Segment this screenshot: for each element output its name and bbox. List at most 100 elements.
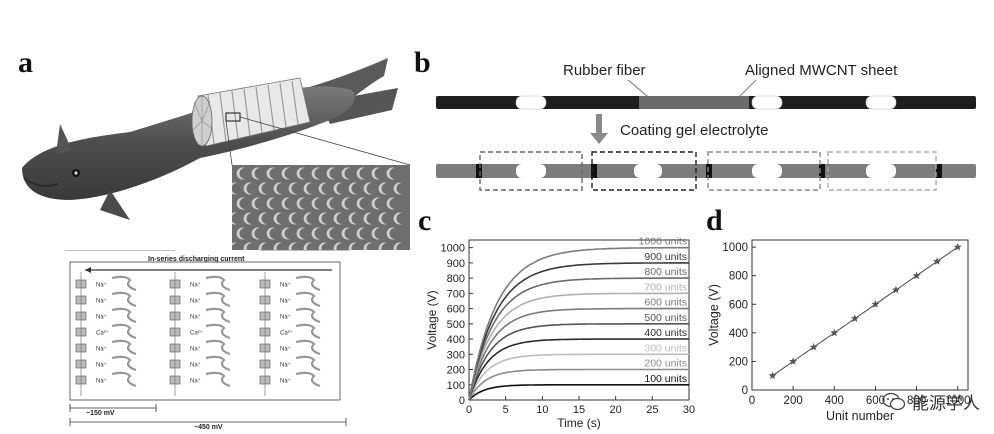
ion-label: Na⁺ bbox=[190, 362, 201, 369]
y-axis-label: Voltage (V) bbox=[707, 284, 721, 346]
y-tick-label: 700 bbox=[447, 288, 465, 300]
electrocyte-cell bbox=[371, 167, 380, 180]
electrocyte-cell bbox=[243, 212, 252, 225]
y-tick-label: 200 bbox=[447, 365, 465, 377]
membrane-trace bbox=[295, 307, 321, 324]
electrocyte-cell bbox=[258, 212, 267, 225]
electrocyte-cell bbox=[288, 182, 297, 195]
ion-label: Na⁺ bbox=[190, 298, 201, 305]
ion-label: Na⁺ bbox=[190, 282, 201, 289]
ion-label: Na⁺ bbox=[96, 378, 107, 385]
coating-step-label: Coating gel electrolyte bbox=[620, 122, 769, 139]
membrane-trace bbox=[111, 291, 137, 308]
series-line bbox=[468, 277, 689, 401]
electrocyte-cell bbox=[281, 197, 290, 210]
x-tick-label: 400 bbox=[825, 395, 844, 407]
fit-line bbox=[772, 246, 958, 377]
electrocyte-cell bbox=[232, 212, 237, 225]
y-tick-label: 200 bbox=[729, 356, 748, 368]
electrocyte-cell bbox=[281, 167, 290, 180]
mwcnt-sheet-label: Aligned MWCNT sheet bbox=[745, 62, 898, 79]
electrocyte-cell bbox=[296, 197, 305, 210]
electrocyte-cell bbox=[243, 242, 252, 250]
ion-label: Na⁺ bbox=[96, 362, 107, 369]
electrocyte-cell bbox=[236, 167, 245, 180]
electrocyte-cell bbox=[393, 242, 402, 250]
electrocyte-cell bbox=[266, 197, 275, 210]
electrocyte-cell bbox=[311, 227, 320, 240]
electrocyte-cell bbox=[363, 242, 372, 250]
membrane-trace bbox=[111, 339, 137, 356]
electrocyte-cell bbox=[386, 227, 395, 240]
electrocyte-cell bbox=[258, 182, 267, 195]
electrocyte-cell bbox=[311, 167, 320, 180]
electrocyte-cell bbox=[363, 212, 372, 225]
y-tick-label: 900 bbox=[447, 258, 465, 270]
series-label: 1000 units bbox=[639, 236, 687, 248]
electrocyte-cell bbox=[363, 182, 372, 195]
membrane-trace bbox=[111, 275, 137, 292]
electrocyte-cell bbox=[296, 167, 305, 180]
electrocyte-cell bbox=[326, 227, 335, 240]
electrocyte-cell bbox=[258, 242, 267, 250]
x-tick-label: 25 bbox=[646, 404, 658, 416]
electrocyte-cell bbox=[303, 182, 312, 195]
y-axis-label: Voltage (V) bbox=[425, 290, 439, 349]
x-tick-label: 1000 bbox=[945, 395, 971, 407]
electrocyte-cell bbox=[318, 242, 327, 250]
membrane-trace bbox=[295, 275, 321, 292]
y-tick-label: 400 bbox=[447, 334, 465, 346]
series-line bbox=[468, 353, 689, 401]
discharge-current-label: In-series discharging current bbox=[148, 256, 245, 263]
in-series-circuit-diagram: Na⁺Na⁺Na⁺Ca²⁺Na⁺Na⁺Na⁺Na⁺Na⁺Na⁺Ca²⁺Na⁺Na… bbox=[65, 250, 350, 426]
electrocyte-cell bbox=[251, 227, 260, 240]
series-line bbox=[468, 338, 689, 401]
electrocyte-cell bbox=[318, 212, 327, 225]
panel-a-letter: a bbox=[18, 46, 33, 79]
membrane-trace bbox=[205, 275, 231, 292]
membrane-trace bbox=[205, 307, 231, 324]
electrocyte-cell bbox=[281, 227, 290, 240]
electrocyte-cell bbox=[288, 242, 297, 250]
y-tick-label: 1000 bbox=[441, 243, 465, 255]
electrocyte-cell bbox=[386, 167, 395, 180]
scale-small-label: ~150 mV bbox=[86, 410, 115, 417]
electrocyte-cell bbox=[371, 227, 380, 240]
electrocyte-cell bbox=[378, 182, 387, 195]
membrane-trace bbox=[111, 355, 137, 372]
electrocyte-cell bbox=[236, 197, 245, 210]
electrocyte-cell bbox=[232, 182, 237, 195]
series-line bbox=[468, 246, 689, 401]
ion-label: Na⁺ bbox=[96, 346, 107, 353]
electrocyte-cell bbox=[251, 197, 260, 210]
data-point-star bbox=[809, 342, 818, 351]
x-axis-label: Time (s) bbox=[557, 416, 601, 430]
electrocyte-cell bbox=[273, 242, 282, 250]
electrocyte-cell bbox=[341, 227, 350, 240]
panel-c-letter: c bbox=[418, 204, 432, 237]
electrocyte-cell bbox=[371, 197, 380, 210]
series-label: 100 units bbox=[644, 373, 687, 385]
membrane-trace bbox=[295, 291, 321, 308]
series-line bbox=[468, 307, 689, 401]
membrane-trace bbox=[295, 339, 321, 356]
electrocyte-stack-image bbox=[232, 165, 410, 250]
series-label: 200 units bbox=[644, 358, 687, 370]
electrocyte-cell bbox=[386, 197, 395, 210]
data-point-star bbox=[912, 271, 921, 280]
y-tick-label: 600 bbox=[447, 304, 465, 316]
electrocyte-cell bbox=[288, 212, 297, 225]
data-point-star bbox=[933, 257, 942, 265]
series-line bbox=[468, 323, 689, 401]
series-label: 900 units bbox=[644, 251, 687, 263]
ion-label: Na⁺ bbox=[280, 362, 291, 369]
watermark: 能源学人 bbox=[882, 389, 980, 414]
electrocyte-cell bbox=[348, 182, 357, 195]
electrocyte-cell bbox=[333, 242, 342, 250]
eel-illustration bbox=[22, 58, 411, 220]
electrocyte-cell bbox=[348, 212, 357, 225]
x-axis-label: Unit number bbox=[826, 409, 894, 423]
electrocyte-cell bbox=[273, 182, 282, 195]
membrane-trace bbox=[205, 371, 231, 388]
